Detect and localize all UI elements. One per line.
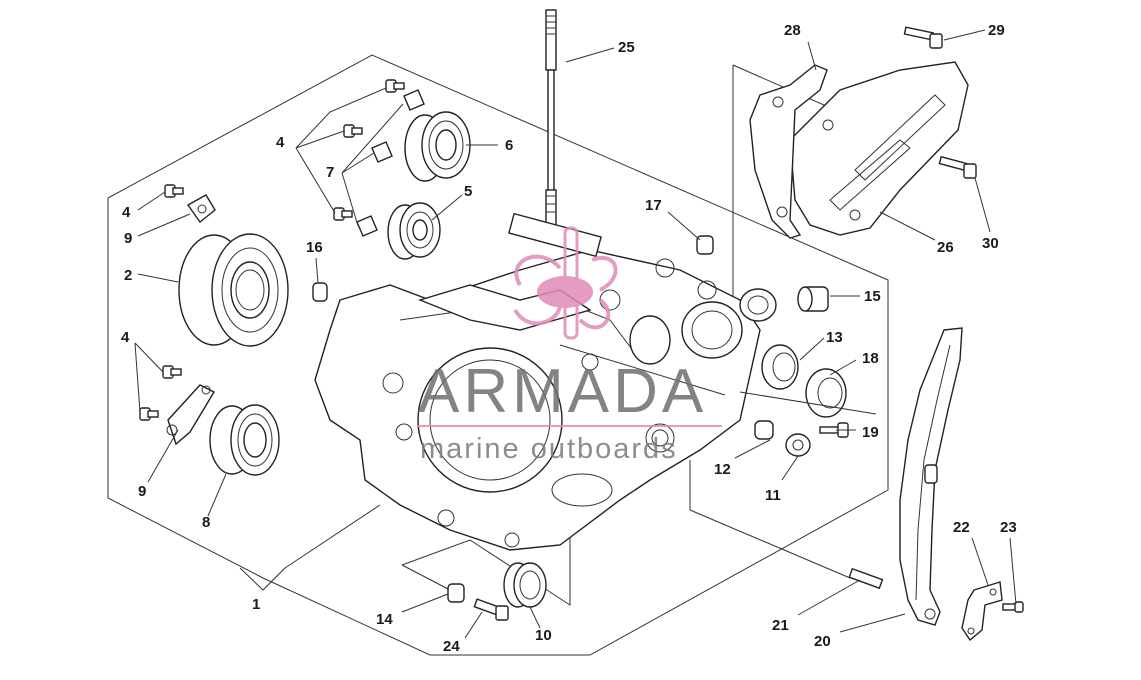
- callout-4b: 4: [122, 204, 131, 221]
- dowel-16: [312, 282, 328, 302]
- callout-15: 15: [864, 288, 881, 305]
- callout-11: 11: [765, 487, 781, 504]
- callout-14: 14: [376, 611, 393, 628]
- watermark-logo: ARMADA marine outboards: [418, 226, 722, 465]
- callout-7: 7: [326, 164, 334, 181]
- bearing-6: [404, 111, 471, 182]
- callout-21: 21: [772, 617, 789, 634]
- screw-4-left: [139, 184, 184, 421]
- callout-2: 2: [124, 267, 132, 284]
- callout-1: 1: [252, 596, 260, 613]
- crankcase-body: [314, 212, 777, 551]
- callout-10: 10: [535, 627, 552, 644]
- callout-16: 16: [306, 239, 323, 256]
- callout-6: 6: [505, 137, 513, 154]
- bearing-5: [387, 202, 441, 260]
- plate-3: [186, 194, 216, 224]
- bearing-2: [178, 233, 289, 347]
- callout-24: 24: [443, 638, 460, 655]
- stud-25: [545, 9, 557, 231]
- watermark-brand: ARMADA: [418, 357, 707, 426]
- callout-4a: 4: [276, 134, 285, 151]
- callout-8: 8: [202, 514, 210, 531]
- callout-17: 17: [645, 197, 662, 214]
- bush-12: [754, 420, 774, 440]
- chain-tensioner-20: [899, 327, 963, 626]
- bearing-8: [209, 404, 280, 476]
- screw-23: [1002, 601, 1024, 613]
- callout-5: 5: [464, 183, 472, 200]
- watermark-tagline: marine outboards: [420, 433, 678, 465]
- callout-20: 20: [814, 633, 831, 650]
- bearing-10: [503, 562, 547, 608]
- callout-26: 26: [937, 239, 954, 256]
- bracket-22: [961, 581, 1003, 642]
- callout-9: 9: [138, 483, 146, 500]
- callout-23: 23: [1000, 519, 1017, 536]
- dowel-17: [696, 235, 714, 255]
- callout-22: 22: [953, 519, 970, 536]
- screw-14: [447, 583, 465, 603]
- callout-12: 12: [714, 461, 731, 478]
- callout-19: 19: [862, 424, 879, 441]
- screw-30: [938, 155, 977, 179]
- plug-15: [797, 286, 829, 312]
- callout-29: 29: [988, 22, 1005, 39]
- screw-29: [903, 26, 943, 49]
- retainer-18: [805, 368, 847, 418]
- callout-3: 9: [124, 230, 132, 247]
- screw-24: [473, 598, 509, 621]
- callout-28: 28: [784, 22, 801, 39]
- callout-18: 18: [862, 350, 879, 367]
- leader-lines: [134, 29, 1017, 639]
- pin-21: [848, 567, 884, 590]
- seal-13: [761, 344, 799, 390]
- chain-guard-26: [789, 61, 969, 236]
- screw-4-top: [333, 79, 405, 221]
- bush-11: [785, 433, 811, 457]
- plate-7: [356, 89, 425, 237]
- callout-4c: 4: [121, 329, 130, 346]
- plate-9: [166, 384, 215, 446]
- callout-30: 30: [982, 235, 999, 252]
- callout-13: 13: [826, 329, 843, 346]
- callout-labels: 1 2 9 4 4 4 5 6 7 8 9 10 11 12 13 14 15 …: [121, 22, 1017, 655]
- callout-25: 25: [618, 39, 635, 56]
